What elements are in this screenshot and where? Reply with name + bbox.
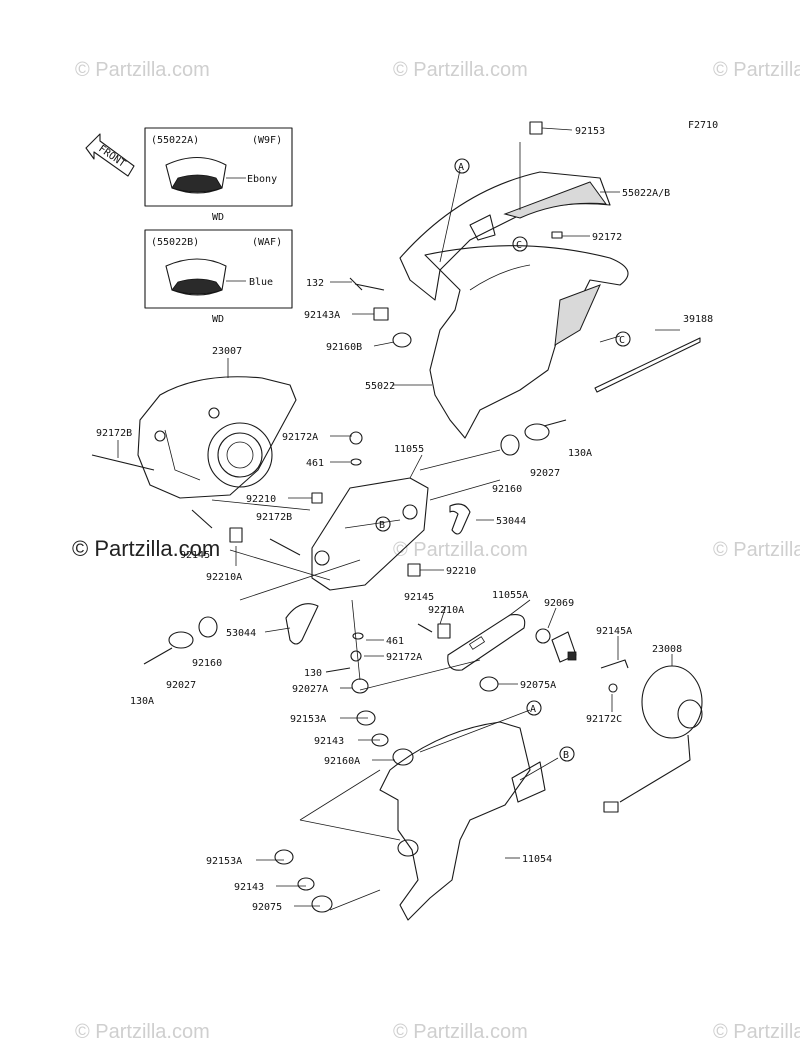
inset-55022a: (55022A) (W9F) Ebony WD <box>144 127 293 223</box>
label-92027-left: 92027 <box>166 680 196 691</box>
label-461-b: 461 <box>386 636 404 647</box>
label-92160-right: 92160 <box>492 484 522 495</box>
inset-b-color: Blue <box>249 277 273 288</box>
label-92172: 92172 <box>592 232 622 243</box>
label-92210a-left: 92210A <box>206 572 242 583</box>
callout-b-lower: B <box>563 750 569 761</box>
label-92075a: 92075A <box>520 680 556 691</box>
watermark-tr: © Partzilla.com <box>713 59 800 81</box>
bracket-plate-11055 <box>311 477 429 591</box>
label-92027-right: 92027 <box>530 468 560 479</box>
callouts: A C C B A B <box>375 158 631 762</box>
label-92075: 92075 <box>252 902 282 913</box>
watermark-bc: © Partzilla.com <box>393 1021 528 1043</box>
label-23007: 23007 <box>212 346 242 357</box>
label-130a-right: 130A <box>568 448 592 459</box>
label-92210a-mid: 92210A <box>428 605 464 616</box>
callout-c-top: C <box>516 240 522 251</box>
watermark-bl: © Partzilla.com <box>75 1021 210 1043</box>
label-92160b: 92160B <box>326 342 362 353</box>
position-lamp-23008 <box>603 665 703 813</box>
label-92143-mid: 92143 <box>314 736 344 747</box>
callout-b-plate: B <box>379 520 385 531</box>
label-92210-mid: 92210 <box>446 566 476 577</box>
watermark-br: © Partzilla.com <box>713 1021 800 1043</box>
watermark-tl: © Partzilla.com <box>75 59 210 81</box>
label-55022: 55022 <box>365 381 395 392</box>
label-92027a: 92027A <box>292 684 328 695</box>
watermark-mr: © Partzilla.com <box>713 539 800 561</box>
hardware <box>91 121 629 913</box>
inner-panel-55022 <box>424 245 629 439</box>
hose-53044-right <box>449 503 471 535</box>
callout-a-lower: A <box>530 704 536 715</box>
inset-b-code: (55022B) <box>151 237 199 248</box>
label-92160-left: 92160 <box>192 658 222 669</box>
inset-a-variant: (W9F) <box>252 135 282 146</box>
inset-a-color: Ebony <box>247 174 277 185</box>
label-92153a-mid: 92153A <box>290 714 326 725</box>
label-132: 132 <box>306 278 324 289</box>
label-92172a: 92172A <box>282 432 318 443</box>
label-130a-left: 130A <box>130 696 154 707</box>
figure-code: F2710 <box>688 120 718 131</box>
strip-39188 <box>594 337 701 393</box>
label-92145a: 92145A <box>596 626 632 637</box>
label-92145-hidden: 92145 <box>180 550 210 561</box>
upper-cowl-55022ab <box>399 171 611 301</box>
assembly-lines <box>211 142 621 911</box>
inset-55022b: (55022B) (WAF) Blue WD <box>144 229 293 325</box>
inset-a-footer: WD <box>212 212 224 223</box>
callout-c-right: C <box>619 335 625 346</box>
watermark-ml: © Partzilla.com <box>72 536 220 561</box>
label-92153a-bottom: 92153A <box>206 856 242 867</box>
label-92172b-mid: 92172B <box>256 512 292 523</box>
part-labels: 92153 55022A/B 92172 132 92143A 92160B 3… <box>96 126 713 913</box>
bracket-11055a <box>447 613 526 671</box>
label-23008: 23008 <box>652 644 682 655</box>
label-53044-right: 53044 <box>496 516 526 527</box>
label-92153: 92153 <box>575 126 605 137</box>
label-92210: 92210 <box>246 494 276 505</box>
label-92172b-left: 92172B <box>96 428 132 439</box>
label-92172a-mid: 92172A <box>386 652 422 663</box>
lower-stay-11054 <box>379 721 546 921</box>
headlight-23007 <box>137 376 297 499</box>
label-92143-bottom: 92143 <box>234 882 264 893</box>
label-55022ab: 55022A/B <box>622 188 670 199</box>
callout-a-top: A <box>458 162 464 173</box>
inset-b-variant: (WAF) <box>252 237 282 248</box>
label-53044-left: 53044 <box>226 628 256 639</box>
label-92160a: 92160A <box>324 756 360 767</box>
label-92069: 92069 <box>544 598 574 609</box>
label-92145: 92145 <box>404 592 434 603</box>
inset-b-footer: WD <box>212 314 224 325</box>
front-arrow: FRONT <box>85 133 135 177</box>
label-11055a: 11055A <box>492 590 528 601</box>
label-11054: 11054 <box>522 854 552 865</box>
watermark-mc: © Partzilla.com <box>393 539 528 561</box>
bulb-92069 <box>535 628 577 663</box>
inset-a-code: (55022A) <box>151 135 199 146</box>
label-92143a: 92143A <box>304 310 340 321</box>
label-11055: 11055 <box>394 444 424 455</box>
label-39188: 39188 <box>683 314 713 325</box>
leader-lines <box>117 127 680 907</box>
hose-53044-left <box>285 603 319 645</box>
watermarks: © Partzilla.com © Partzilla.com © Partzi… <box>72 59 800 1043</box>
label-92172c: 92172C <box>586 714 622 725</box>
label-461-a: 461 <box>306 458 324 469</box>
watermark-tc: © Partzilla.com <box>393 59 528 81</box>
label-130: 130 <box>304 668 322 679</box>
